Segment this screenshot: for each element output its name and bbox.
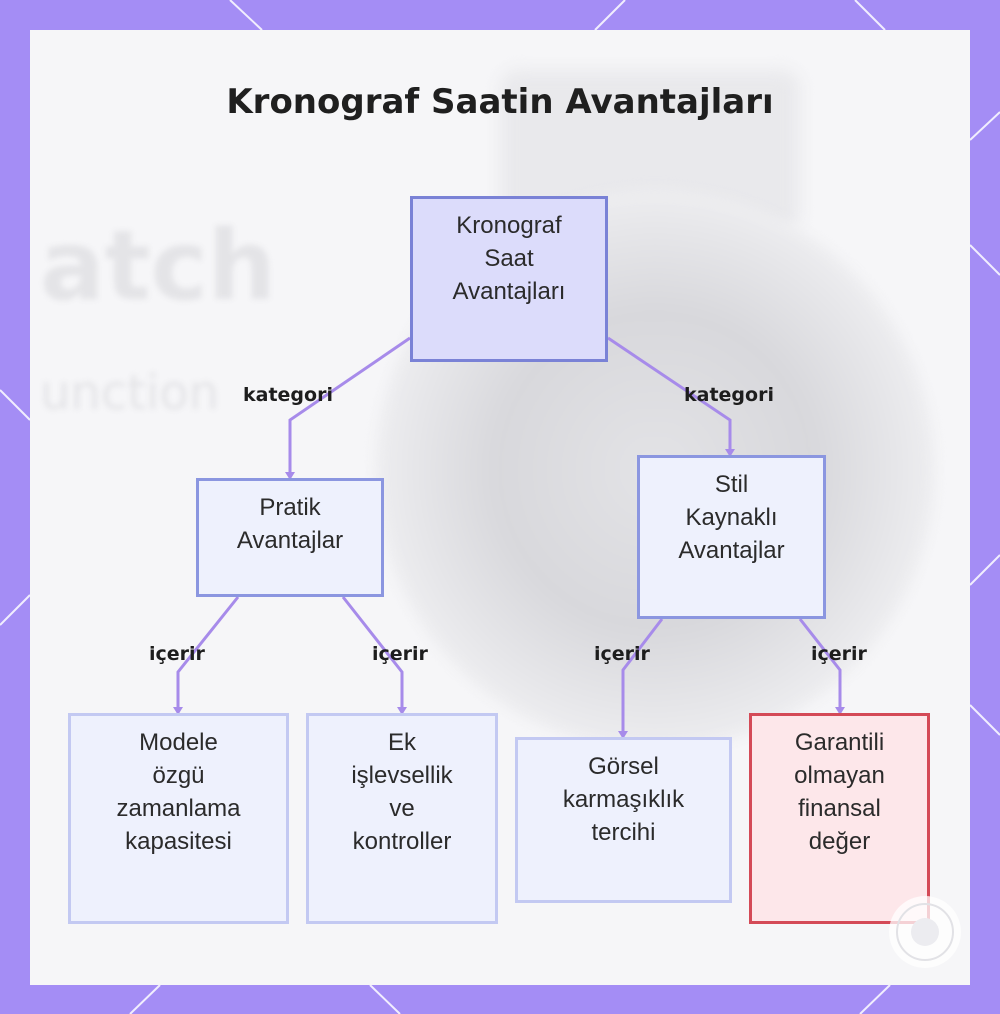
node-visual-label: Görsel karmaşıklık tercihi xyxy=(562,753,685,846)
watermark-seal xyxy=(889,896,961,968)
node-practical: Pratik Avantajlar xyxy=(196,478,384,597)
edge-root-style xyxy=(607,336,732,455)
arrowhead-visual xyxy=(618,731,628,739)
node-functions-label: Ek işlevsellik ve kontroller xyxy=(351,729,453,855)
arrowhead-style xyxy=(725,449,735,457)
node-practical-label: Pratik Avantajlar xyxy=(236,494,344,554)
node-style: Stil Kaynaklı Avantajlar xyxy=(637,455,826,619)
node-value-label: Garantili olmayan finansal değer xyxy=(794,729,885,855)
edge-style-visual xyxy=(621,618,664,737)
edge-style-value xyxy=(798,618,842,713)
edge-label-practical-functions: içerir xyxy=(372,643,428,665)
diagram-title: Kronograf Saatin Avantajları xyxy=(226,82,774,122)
arrowhead-timing xyxy=(173,707,183,715)
edge-label-root-style: kategori xyxy=(684,384,774,406)
edge-label-practical-timing: içerir xyxy=(149,643,205,665)
edge-practical-functions xyxy=(341,596,404,713)
node-timing-label: Modele özgü zamanlama kapasitesi xyxy=(116,729,241,855)
background-text-function: unction xyxy=(40,365,220,421)
node-visual: Görsel karmaşıklık tercihi xyxy=(515,737,732,903)
node-style-label: Stil Kaynaklı Avantajlar xyxy=(678,471,785,564)
edge-label-style-visual: içerir xyxy=(594,643,650,665)
arrowhead-functions xyxy=(397,707,407,715)
edge-practical-timing xyxy=(176,596,240,713)
edge-root-practical xyxy=(288,336,411,478)
node-value: Garantili olmayan finansal değer xyxy=(749,713,930,924)
node-root-label: Kronograf Saat Avantajları xyxy=(452,212,566,305)
node-functions: Ek işlevsellik ve kontroller xyxy=(306,713,498,924)
node-root: Kronograf Saat Avantajları xyxy=(410,196,608,362)
edge-label-root-practical: kategori xyxy=(243,384,333,406)
edge-label-style-value: içerir xyxy=(811,643,867,665)
arrowhead-practical xyxy=(285,472,295,480)
node-timing: Modele özgü zamanlama kapasitesi xyxy=(68,713,289,924)
arrowhead-value xyxy=(835,707,845,715)
background-text-watch: atch xyxy=(40,210,276,322)
